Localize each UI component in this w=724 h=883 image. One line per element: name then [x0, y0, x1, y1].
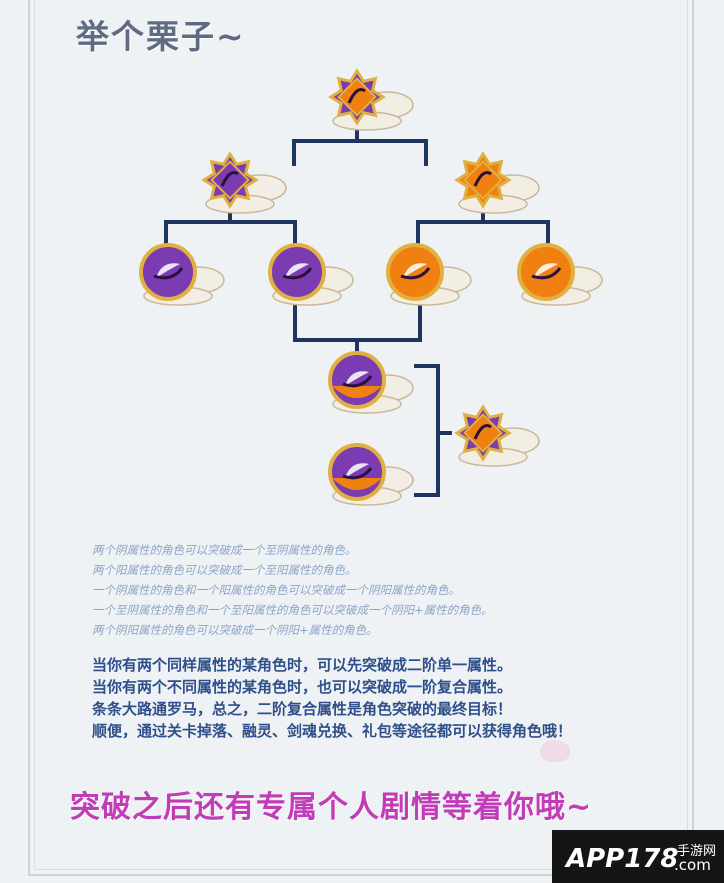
rule-line: 两个阳属性的角色可以突破成一个至阳属性的角色。: [92, 563, 357, 577]
lotus-decoration: [540, 740, 570, 762]
star-icon-purple: [201, 151, 287, 214]
orb-icon-orange: [517, 243, 603, 306]
summary-list: 当你有两个同样属性的某角色时，可以先突破成二阶单一属性。 当你有两个不同属性的某…: [92, 654, 572, 742]
rules-list: 两个阴属性的角色可以突破成一个至阴属性的角色。 两个阳属性的角色可以突破成一个至…: [92, 540, 493, 640]
star-icon-mixed: [328, 68, 414, 131]
star-icon-orange: [454, 151, 540, 214]
rule-line: 两个阴阳属性的角色可以突破成一个阴阳+属性的角色。: [92, 623, 378, 637]
orb-icon-mixed: [328, 351, 414, 414]
orb-icon-purple: [268, 243, 354, 306]
orb-icon-purple: [139, 243, 225, 306]
watermark-domain: .com: [674, 856, 711, 874]
breakthrough-tree: [139, 68, 603, 506]
rule-line: 两个阴属性的角色可以突破成一个至阴属性的角色。: [92, 543, 357, 557]
orb-icon-purple-orange: [328, 443, 414, 506]
decorative-frame: [28, 0, 694, 876]
watermark: APP178 手游网 .com: [552, 830, 724, 883]
summary-line: 当你有两个同样属性的某角色时，可以先突破成二阶单一属性。: [92, 656, 513, 674]
orb-icon-orange: [386, 243, 472, 306]
watermark-site: 手游网: [677, 844, 717, 859]
summary-line: 条条大路通罗马，总之，二阶复合属性是角色突破的最终目标！: [92, 700, 513, 718]
star-icon-mixed: [454, 404, 540, 467]
summary-line: 顺便，通过关卡掉落、融灵、剑魂兑换、礼包等途径都可以获得角色哦！: [92, 722, 573, 740]
decorative-frame-inner: [34, 0, 688, 870]
connector: [293, 298, 422, 354]
summary-line: 当你有两个不同属性的某角色时，也可以突破成一阶复合属性。: [92, 678, 513, 696]
page-title: 举个栗子~: [76, 17, 246, 56]
connector: [414, 364, 452, 497]
rule-line: 一个阴属性的角色和一个阳属性的角色可以突破成一个阴阳属性的角色。: [92, 583, 460, 597]
tagline: 突破之后还有专属个人剧情等着你哦~: [70, 790, 593, 825]
watermark-brand: APP178: [566, 844, 679, 874]
rule-line: 一个至阴属性的角色和一个至阳属性的角色可以突破成一个阴阳+属性的角色。: [92, 603, 493, 617]
